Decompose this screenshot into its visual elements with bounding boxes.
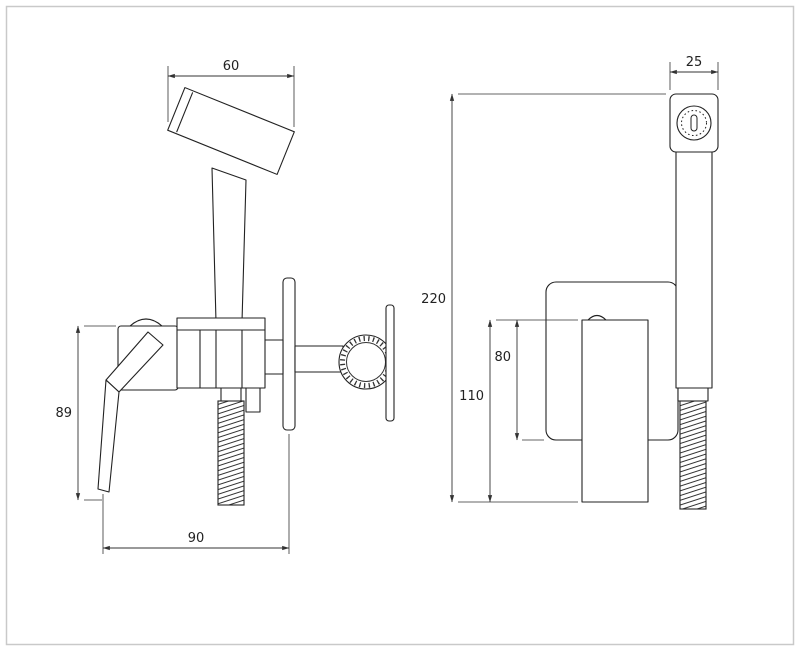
connector-front bbox=[262, 339, 284, 375]
lever-handle-front bbox=[97, 331, 164, 493]
hose-front bbox=[217, 387, 245, 506]
dim-label-25: 25 bbox=[686, 55, 703, 70]
dim-total-height: 220 bbox=[421, 93, 666, 503]
dim-front-height: 89 bbox=[55, 325, 116, 501]
wall-plate-front bbox=[282, 277, 296, 431]
sprayer-handle-front bbox=[211, 167, 247, 323]
sheet-frame bbox=[5, 5, 795, 646]
spray-face-icon bbox=[676, 105, 712, 141]
dim-label-110: 110 bbox=[459, 389, 484, 404]
sprayer-head-side bbox=[669, 93, 719, 153]
hose-nut-front bbox=[338, 334, 394, 390]
dim-side-depth: 25 bbox=[669, 55, 719, 90]
sprayer-body-side bbox=[675, 149, 713, 389]
dim-label-90: 90 bbox=[188, 531, 205, 546]
dim-bracket-height: 80 bbox=[494, 319, 544, 441]
dim-head-width: 60 bbox=[167, 59, 295, 127]
dim-label-89: 89 bbox=[55, 406, 72, 421]
dim-front-width: 90 bbox=[102, 434, 290, 554]
side-view: 25 220 110 80 bbox=[421, 55, 719, 510]
outlet-pipe-front bbox=[294, 345, 344, 373]
check-valve-bar-front bbox=[385, 304, 395, 422]
hose-side bbox=[677, 387, 709, 510]
dim-body-height: 110 bbox=[459, 319, 578, 503]
mixer-body-side bbox=[581, 314, 649, 503]
mixer-body-front bbox=[117, 317, 266, 413]
sprayer-head-front bbox=[167, 87, 295, 175]
front-view: 60 89 90 bbox=[55, 59, 395, 554]
dim-label-60: 60 bbox=[223, 59, 240, 74]
dim-label-80: 80 bbox=[494, 350, 511, 365]
dim-label-220: 220 bbox=[421, 292, 446, 307]
